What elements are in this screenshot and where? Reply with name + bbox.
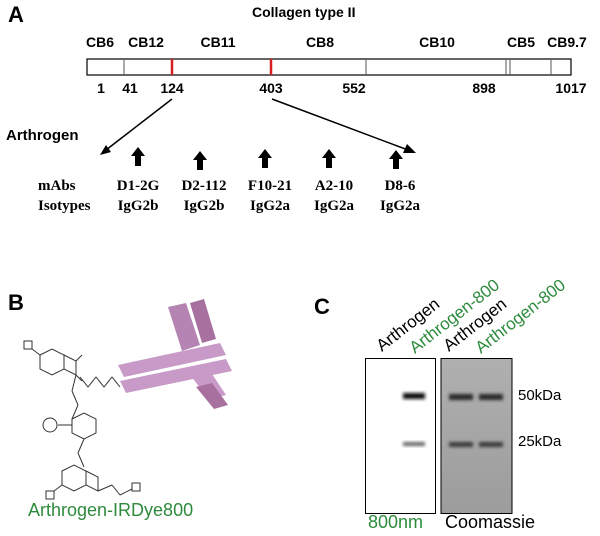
cb-label-cb10: CB10 (419, 34, 455, 50)
position-label: 41 (122, 80, 138, 96)
caption-coomassie: Coomassie (445, 512, 536, 532)
mab-isotype: IgG2a (249, 198, 291, 214)
panel-a-label: A (8, 2, 24, 27)
position-label: 1 (97, 80, 105, 96)
band-50kda (403, 393, 425, 399)
cb-label-cb8: CB8 (305, 34, 335, 50)
arrow-left (105, 98, 173, 151)
mab-isotype: IgG2b (117, 198, 159, 214)
up-arrow-icon (258, 149, 272, 168)
up-arrow-icon (322, 149, 336, 168)
mab-name: D2-112 (181, 178, 227, 194)
collagen-bar (86, 58, 572, 76)
band-25kda (449, 442, 473, 447)
antibody-icon (118, 299, 232, 409)
cb-label-cb12: CB12 (128, 34, 164, 50)
gel-coomassie (440, 358, 513, 514)
panel-c-label: C (314, 294, 330, 319)
gel-800nm (365, 358, 436, 514)
collagen-bar-diagram (86, 58, 572, 170)
cb-label-cb5: CB5 (506, 34, 536, 50)
cb-label-cb9-7: CB9.7 (547, 34, 587, 50)
gel-images (365, 358, 513, 514)
mab-name: A2-10 (314, 178, 354, 194)
up-arrow-icon (131, 147, 145, 166)
position-label: 552 (342, 80, 366, 96)
irdye-caption: Arthrogen-IRDye800 (28, 500, 194, 520)
mab-isotype: IgG2a (313, 198, 355, 214)
up-arrow-icon (193, 151, 207, 170)
band-50kda (479, 394, 503, 400)
marker-50kda: 50kDa (518, 387, 562, 404)
irdye-structure-diagram (23, 299, 232, 500)
position-label: 1017 (555, 80, 587, 96)
mab-name: F10-21 (247, 178, 293, 194)
mab-name: D8-6 (384, 178, 416, 194)
arrow-left-head (100, 145, 111, 155)
mab-isotype: IgG2b (183, 198, 225, 214)
up-arrow-icon (389, 150, 403, 169)
arthrogen-subtitle: Arthrogen (6, 127, 79, 144)
position-label: 124 (160, 80, 184, 96)
band-50kda (449, 394, 473, 400)
dye-structure (23, 340, 141, 500)
caption-800nm: 800nm (368, 512, 424, 532)
cb-label-cb6: CB6 (85, 34, 115, 50)
band-25kda (479, 442, 503, 447)
position-label: 898 (472, 80, 496, 96)
collagen-title: Collagen type II (252, 4, 356, 20)
position-label: 403 (259, 80, 283, 96)
mabs-row-label: mAbs (38, 178, 76, 194)
arrow-right-head (403, 144, 416, 153)
cb-label-cb11: CB11 (200, 34, 236, 50)
arrow-right (271, 98, 409, 151)
mab-name: D1-2G (116, 178, 160, 194)
panel-b-label: B (8, 290, 24, 315)
band-25kda (403, 442, 425, 446)
marker-25kda: 25kDa (518, 433, 562, 450)
isotypes-row-label: Isotypes (38, 198, 91, 214)
mab-isotype: IgG2a (379, 198, 421, 214)
